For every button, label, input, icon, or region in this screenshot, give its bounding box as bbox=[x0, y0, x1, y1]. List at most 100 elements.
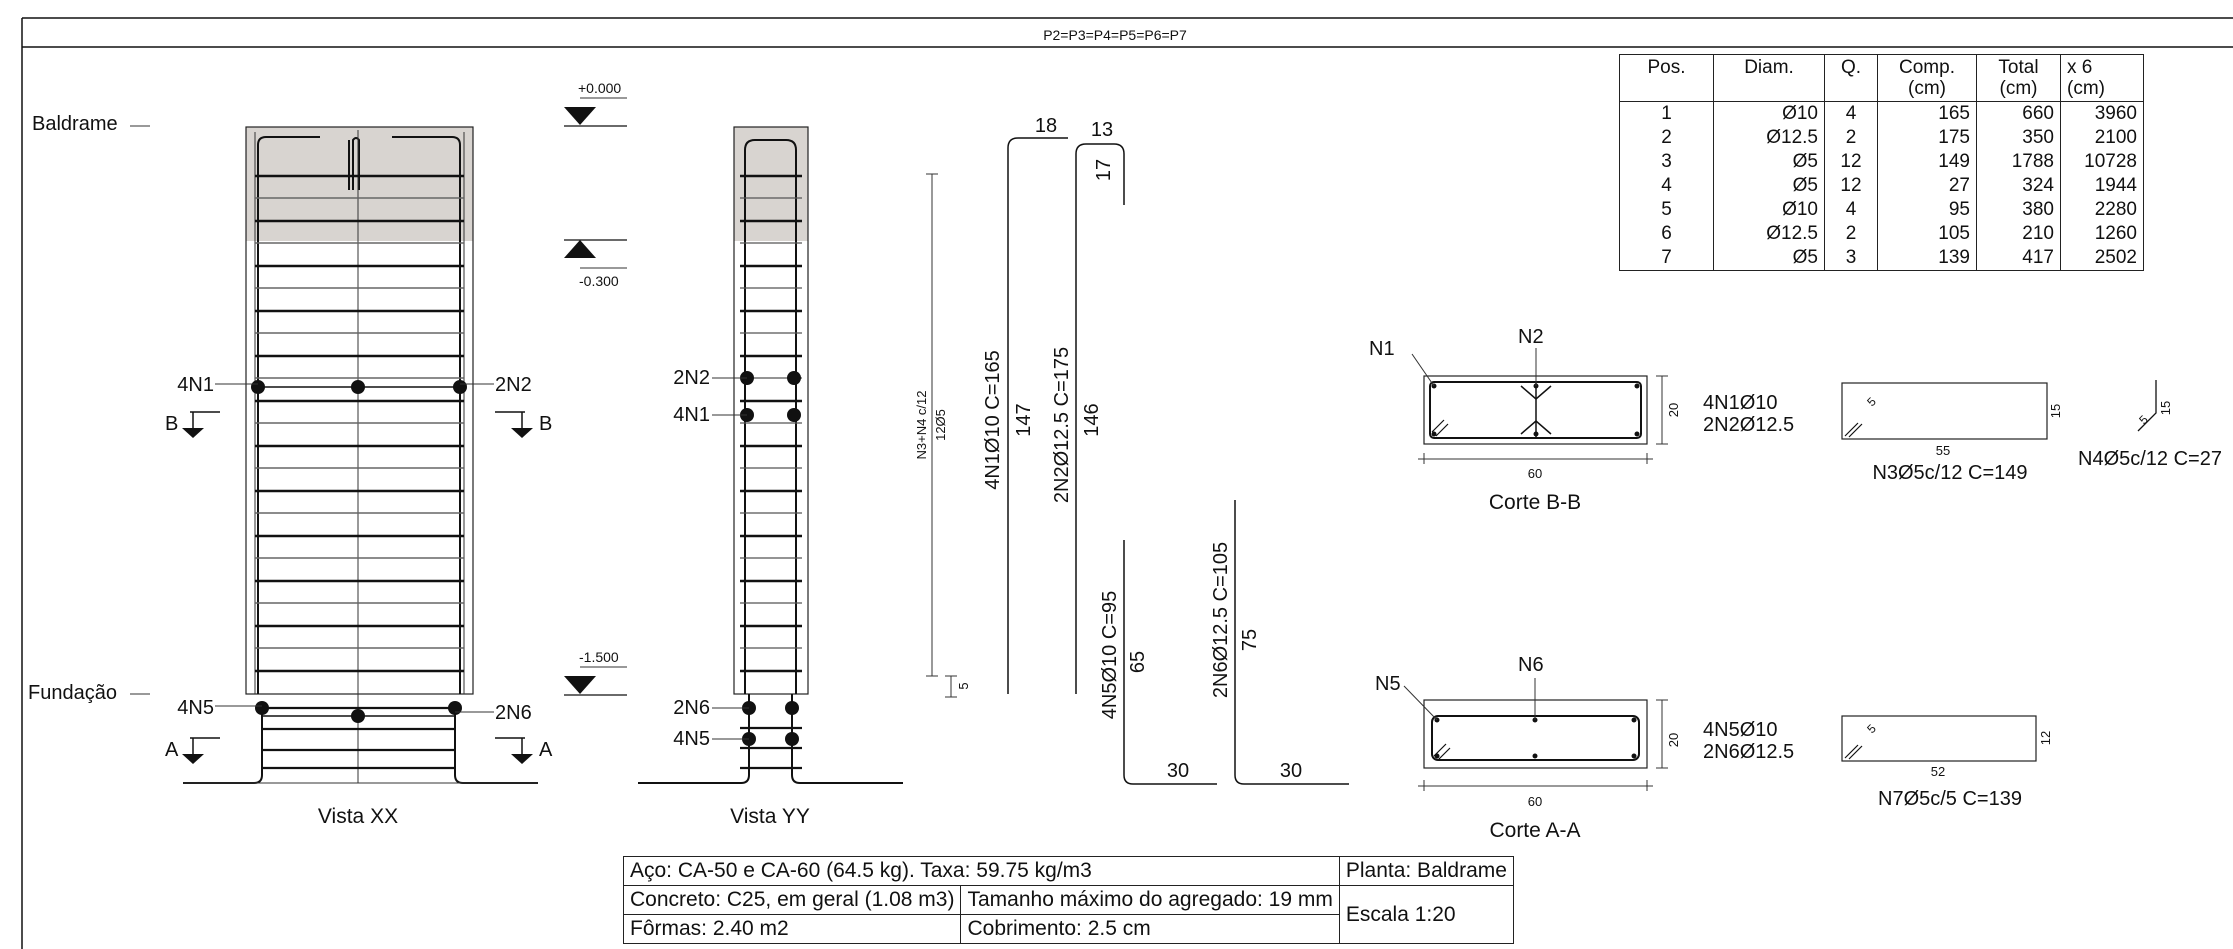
steel-table-cell: 1260 bbox=[2060, 222, 2144, 246]
yy-label-2n6: 2N6 bbox=[673, 697, 710, 719]
n3-width: 55 bbox=[1936, 443, 1950, 458]
xx-cut-a-left: A bbox=[165, 739, 179, 761]
n1-hook: 18 bbox=[1035, 115, 1057, 137]
corte-bb-height: 20 bbox=[1666, 403, 1681, 417]
xx-label-2n6: 2N6 bbox=[495, 702, 532, 724]
col-comp: Comp. (cm) bbox=[1877, 54, 1977, 102]
n4-hook-shape bbox=[2137, 380, 2157, 432]
steel-table-cell: Ø12.5 bbox=[1713, 126, 1825, 150]
corte-bb-n2: N2 bbox=[1518, 326, 1544, 348]
vista-yy bbox=[638, 126, 903, 784]
n5-bar-length: 65 bbox=[1127, 651, 1149, 673]
steel-table-cell: Ø10 bbox=[1713, 198, 1825, 222]
steel-schedule-table: Pos. Diam. Q. Comp. (cm) Total (cm) x 6 … bbox=[1619, 54, 2144, 271]
corte-aa bbox=[1403, 678, 1668, 791]
tb-scale: Escala 1:20 bbox=[1338, 885, 1514, 944]
tb-plan: Planta: Baldrame bbox=[1338, 856, 1514, 886]
steel-table-cell: 3960 bbox=[2060, 101, 2144, 126]
corte-aa-n5: N5 bbox=[1375, 673, 1401, 695]
n7-width: 52 bbox=[1931, 764, 1945, 779]
steel-table-cell: 12 bbox=[1824, 150, 1878, 174]
n7-stirrup-shape bbox=[1841, 715, 2037, 762]
tb-concrete: Concreto: C25, em geral (1.08 m3) bbox=[622, 885, 962, 915]
steel-table-cell: Ø12.5 bbox=[1713, 222, 1825, 246]
n7-hook: 5 bbox=[1864, 721, 1879, 736]
col-total: Total (cm) bbox=[1976, 54, 2061, 102]
xx-cut-b-left: B bbox=[165, 413, 178, 435]
steel-table-cell: 2 bbox=[1619, 126, 1714, 150]
n3-hook: 5 bbox=[1864, 394, 1879, 409]
steel-table-cell: 165 bbox=[1877, 101, 1977, 126]
steel-table-cell: 3 bbox=[1824, 246, 1878, 271]
n4-height: 15 bbox=[2158, 401, 2173, 415]
steel-table-cell: Ø10 bbox=[1713, 101, 1825, 126]
n3-stirrup-shape bbox=[1841, 382, 2048, 440]
steel-table-cell: 175 bbox=[1877, 126, 1977, 150]
steel-table-cell: 12 bbox=[1824, 174, 1878, 198]
steel-table-cell: 4 bbox=[1824, 198, 1878, 222]
corte-aa-bars2: 2N6Ø12.5 bbox=[1703, 741, 1794, 763]
n2-hook-top: 13 bbox=[1091, 119, 1113, 141]
steel-table-cell: Ø5 bbox=[1713, 150, 1825, 174]
n2-hook-side: 17 bbox=[1093, 159, 1115, 181]
col-x6: x 6 (cm) bbox=[2060, 54, 2144, 102]
steel-table-header: Pos. Diam. Q. Comp. (cm) Total (cm) x 6 … bbox=[1619, 54, 2144, 102]
n7-height: 12 bbox=[2038, 731, 2053, 745]
level-top-label: +0.000 bbox=[578, 80, 621, 96]
xx-label-4n5: 4N5 bbox=[177, 697, 214, 719]
stirrup-dim-bottom: 5 bbox=[956, 682, 971, 689]
steel-table-cell: 7 bbox=[1619, 246, 1714, 271]
steel-table-cell: 350 bbox=[1976, 126, 2061, 150]
xx-label-4n1: 4N1 bbox=[177, 374, 214, 396]
steel-table-cell: 2 bbox=[1824, 222, 1878, 246]
n2-bar-length: 146 bbox=[1081, 403, 1103, 436]
vista-xx-title: Vista XX bbox=[318, 805, 398, 828]
n1-bar-label: 4N1Ø10 C=165 bbox=[982, 350, 1004, 490]
vista-yy-title: Vista YY bbox=[730, 805, 810, 828]
title-block: Aço: CA-50 e CA-60 (64.5 kg). Taxa: 59.7… bbox=[622, 856, 1514, 944]
bar-shapes bbox=[1007, 137, 1349, 785]
steel-table-cell: Ø5 bbox=[1713, 174, 1825, 198]
steel-table-cell: 2100 bbox=[2060, 126, 2144, 150]
tb-cover: Cobrimento: 2.5 cm bbox=[960, 914, 1340, 944]
n6-bar-foot: 30 bbox=[1280, 760, 1302, 782]
corte-aa-bars1: 4N5Ø10 bbox=[1703, 719, 1778, 741]
xx-cut-b-right: B bbox=[539, 413, 552, 435]
corte-bb-bars2: 2N2Ø12.5 bbox=[1703, 414, 1794, 436]
steel-table-cell: 149 bbox=[1877, 150, 1977, 174]
n5-bar-label: 4N5Ø10 C=95 bbox=[1099, 591, 1121, 719]
corte-bb bbox=[1411, 348, 1668, 464]
steel-table-cell: 1944 bbox=[2060, 174, 2144, 198]
corte-aa-height: 20 bbox=[1666, 733, 1681, 747]
corte-bb-bars1: 4N1Ø10 bbox=[1703, 392, 1778, 414]
steel-table-cell: 417 bbox=[1976, 246, 2061, 271]
n5-bar-foot: 30 bbox=[1167, 760, 1189, 782]
col-pos: Pos. bbox=[1619, 54, 1714, 102]
steel-table-cell: 139 bbox=[1877, 246, 1977, 271]
steel-table-cell: 324 bbox=[1976, 174, 2061, 198]
col-diam: Diam. bbox=[1713, 54, 1825, 102]
steel-table-cell: 210 bbox=[1976, 222, 2061, 246]
steel-table-cell: 6 bbox=[1619, 222, 1714, 246]
level-baldrame: Baldrame bbox=[32, 113, 118, 135]
stirrup-dimension bbox=[926, 173, 957, 698]
tb-forms: Fôrmas: 2.40 m2 bbox=[622, 914, 962, 944]
steel-table-cell: 2280 bbox=[2060, 198, 2144, 222]
level-mid-label: -0.300 bbox=[579, 273, 619, 289]
steel-table-cell: 2 bbox=[1824, 126, 1878, 150]
col-qty: Q. bbox=[1824, 54, 1878, 102]
xx-cut-a-right: A bbox=[539, 739, 553, 761]
n3-height: 15 bbox=[2048, 404, 2063, 418]
level-bottom-label: -1.500 bbox=[579, 649, 619, 665]
corte-aa-width: 60 bbox=[1528, 794, 1542, 809]
yy-label-2n2: 2N2 bbox=[673, 367, 710, 389]
steel-table-cell: 4 bbox=[1619, 174, 1714, 198]
steel-table-cell: 1788 bbox=[1976, 150, 2061, 174]
xx-label-2n2: 2N2 bbox=[495, 374, 532, 396]
steel-table-cell: 105 bbox=[1877, 222, 1977, 246]
header-title: P2=P3=P4=P5=P6=P7 bbox=[1043, 27, 1187, 43]
